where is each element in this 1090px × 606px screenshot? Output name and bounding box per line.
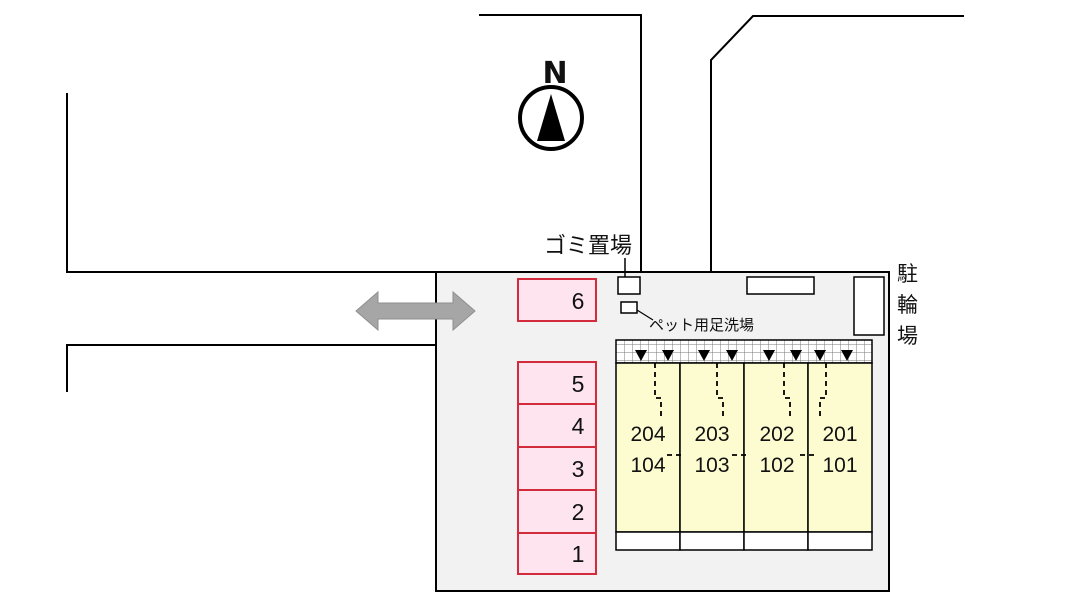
unit-number-lower: 104 bbox=[630, 454, 665, 477]
unit-number-lower: 103 bbox=[694, 454, 729, 477]
parking-space bbox=[517, 403, 597, 448]
unit-block bbox=[615, 362, 681, 533]
parking-space-number: 5 bbox=[572, 371, 585, 397]
balcony bbox=[615, 531, 681, 551]
garbage-area-box bbox=[617, 276, 641, 295]
entrance-marker-icon bbox=[635, 350, 647, 361]
stair-path bbox=[716, 363, 724, 420]
unit-number-upper: 203 bbox=[694, 423, 729, 446]
pet-wash-box bbox=[620, 301, 638, 314]
apartment-building: 204 104 203 103 202 102 201 101 bbox=[615, 339, 873, 551]
parking-space-number: 4 bbox=[572, 413, 585, 439]
pet-wash-label: ペット用足洗場 bbox=[649, 316, 754, 334]
entrance-marker-icon bbox=[726, 350, 738, 361]
entrance-marker-icon bbox=[763, 350, 775, 361]
stair-path bbox=[783, 363, 791, 420]
road-edge-right bbox=[710, 15, 964, 272]
entrance-marker-icon bbox=[790, 350, 802, 361]
entrance-arrow bbox=[355, 290, 476, 332]
road-edge-center bbox=[479, 14, 642, 272]
entrance-marker-icon bbox=[841, 350, 853, 361]
parking-space bbox=[517, 489, 597, 534]
parking-area: 6 5 4 3 2 1 bbox=[517, 278, 597, 575]
unit-block bbox=[807, 362, 873, 533]
pet-wash-leader-line bbox=[636, 309, 654, 321]
compass-north-label: N bbox=[542, 56, 567, 91]
parking-space bbox=[517, 532, 597, 575]
unit-number-lower: 102 bbox=[759, 454, 794, 477]
bicycle-parking-label-1: 駐 bbox=[897, 262, 918, 286]
unit-block bbox=[743, 362, 809, 533]
garbage-area-label: ゴミ置場 bbox=[544, 234, 632, 259]
unit-block bbox=[679, 362, 745, 533]
road-edge-left-lower bbox=[66, 344, 436, 392]
north-compass: N bbox=[518, 56, 584, 151]
parking-space-number: 3 bbox=[572, 456, 585, 482]
parking-space-number: 1 bbox=[572, 541, 585, 567]
entrance-marker-icon bbox=[814, 350, 826, 361]
compass-needle-icon bbox=[537, 94, 565, 141]
unit-number-upper: 202 bbox=[759, 423, 794, 446]
balcony bbox=[679, 531, 745, 551]
balcony bbox=[743, 531, 809, 551]
parking-space bbox=[517, 278, 597, 322]
storage-box bbox=[746, 276, 815, 295]
entrance-marker-icon bbox=[662, 350, 674, 361]
unit-number-upper: 204 bbox=[630, 423, 665, 446]
bicycle-parking-label-2: 輪 bbox=[897, 293, 918, 317]
road-edge-left-upper bbox=[66, 93, 436, 273]
balcony bbox=[807, 531, 873, 551]
parking-space-number: 6 bbox=[572, 288, 585, 314]
stair-path bbox=[654, 363, 662, 420]
stair-path bbox=[819, 363, 827, 420]
bicycle-parking-label-3: 場 bbox=[897, 324, 918, 348]
parking-space-number: 2 bbox=[572, 499, 585, 525]
unit-number-lower: 101 bbox=[822, 454, 857, 477]
entrance-marker-icon bbox=[698, 350, 710, 361]
unit-number-upper: 201 bbox=[822, 423, 857, 446]
corridor bbox=[615, 339, 873, 364]
bicycle-parking-box bbox=[853, 276, 885, 336]
